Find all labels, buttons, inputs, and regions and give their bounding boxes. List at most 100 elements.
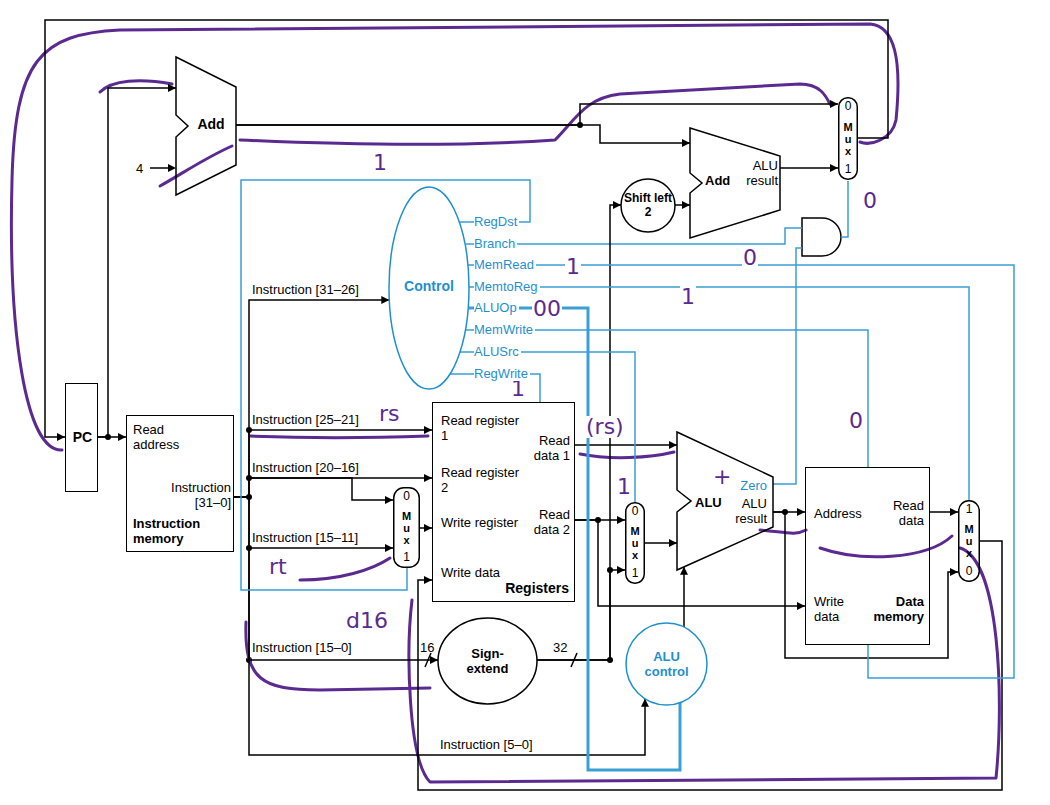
arrowhead: [797, 602, 805, 610]
node-text: ALU control: [637, 649, 696, 679]
node-text: Write data: [441, 565, 501, 580]
instruction-memory: Read addressInstruction [31–0]Instructio…: [126, 415, 234, 552]
alu-control-unit: ALU control: [625, 622, 708, 706]
connector-line: [469, 287, 969, 500]
handwritten-note: 1: [510, 378, 526, 400]
adder-outline: [690, 128, 780, 238]
bus-label: Instruction [25–21]: [252, 412, 359, 427]
connector-line: [468, 265, 1014, 678]
node-text: M u x: [401, 510, 413, 546]
pen-stroke: [300, 558, 390, 580]
signal-name: Branch: [474, 236, 517, 251]
pcsrc-wire: [841, 181, 848, 237]
handwritten-note: rs: [378, 403, 401, 425]
bus-label: Instruction [15–0]: [252, 640, 352, 655]
multiplexer: 0M u x1: [625, 502, 645, 584]
node-text: Read data 2: [516, 507, 570, 537]
connector-line: [465, 330, 868, 467]
handwritten-note: +: [712, 466, 732, 488]
node-text: 1: [625, 567, 645, 580]
ellipse-outline: [389, 187, 469, 389]
connector-line: [683, 567, 685, 627]
control-line: [465, 330, 868, 467]
adder-outline: [677, 432, 773, 570]
handwritten-note: 00: [532, 298, 562, 320]
data-wire: [773, 512, 958, 658]
connector-line: [98, 88, 176, 437]
connector-line: [241, 180, 530, 590]
ellipse-outline: [626, 623, 707, 705]
node-text: 0: [625, 505, 645, 518]
handwritten-note: 0: [848, 410, 864, 432]
arrowhead: [424, 576, 432, 584]
multiplexer: 0M u x1: [393, 487, 420, 568]
multiplexer: 1M u x0: [958, 500, 980, 582]
node-text: ALU: [695, 495, 725, 510]
node-text: Read register 2: [441, 465, 521, 495]
connector-line: [780, 167, 838, 169]
constant-input-wire: [150, 164, 176, 172]
alu: ALUZeroALU result: [677, 432, 773, 570]
pen-stroke: [250, 436, 428, 438]
arrowhead: [950, 568, 958, 576]
node-text: Read data: [886, 498, 924, 528]
connector-line: [234, 300, 389, 497]
arrowhead: [381, 296, 389, 304]
and-gate: [802, 218, 841, 256]
arrowhead: [613, 201, 621, 209]
bus-label: 16: [420, 640, 434, 655]
mux-outline: [839, 98, 858, 180]
pen-stroke: [100, 81, 172, 92]
handwritten-note: 1: [565, 256, 581, 278]
signal-name: MemRead: [474, 257, 536, 272]
pen-stroke: [246, 622, 430, 690]
connector-line: [575, 444, 677, 446]
wire: [150, 167, 170, 169]
data-memory: AddressRead dataWrite dataData memory: [805, 467, 930, 645]
pen-stroke: [160, 146, 232, 186]
mux-outline: [626, 503, 645, 584]
handwritten-note: rt: [268, 556, 288, 578]
pen-stroke: [240, 84, 830, 144]
register-file: Read register 1 Read register 2 Write regi…: [432, 402, 575, 602]
control-line: [241, 180, 530, 590]
node-text: 0: [838, 100, 858, 113]
ellipse-outline: [621, 179, 675, 232]
bus-label: Instruction [5–0]: [440, 737, 533, 752]
signal-name: ALUOp: [474, 300, 519, 315]
handwritten-note: 1: [372, 152, 388, 174]
node-text: Read register 1: [441, 413, 521, 443]
ellipse-outline: [438, 618, 537, 704]
node-text: Add: [705, 173, 735, 188]
node-text: Write data: [814, 594, 858, 624]
control-line: [469, 287, 969, 500]
node-text: Read data 1: [516, 433, 570, 463]
data-wire: [680, 567, 688, 627]
arrowhead: [168, 84, 176, 92]
connector-line: [45, 20, 888, 437]
pen-stroke: [409, 548, 999, 782]
data-wire: [234, 296, 389, 497]
node-text: Read address: [133, 422, 197, 452]
node-text: Write register: [441, 515, 521, 530]
arrowhead: [430, 656, 438, 664]
signal-name: MemWrite: [474, 322, 535, 337]
node-text: M u x: [963, 523, 975, 559]
connector-line: [418, 541, 1002, 790]
arrowhead: [424, 426, 432, 434]
arrowhead: [617, 566, 625, 574]
arrowhead: [57, 433, 65, 441]
sign-extend-unit: Sign-extend: [437, 617, 538, 705]
pen-stroke: [820, 536, 952, 557]
signal-name: RegDst: [474, 214, 519, 229]
connector-line: [236, 104, 838, 125]
data-wire: [418, 541, 1002, 790]
arrowhead: [118, 433, 126, 441]
connector-line: [773, 512, 958, 658]
node-text: M u x: [842, 121, 854, 157]
data-wire: [930, 508, 958, 516]
arrowhead: [682, 201, 690, 209]
node-text: Address: [814, 506, 874, 521]
control-unit: Control: [388, 186, 470, 390]
